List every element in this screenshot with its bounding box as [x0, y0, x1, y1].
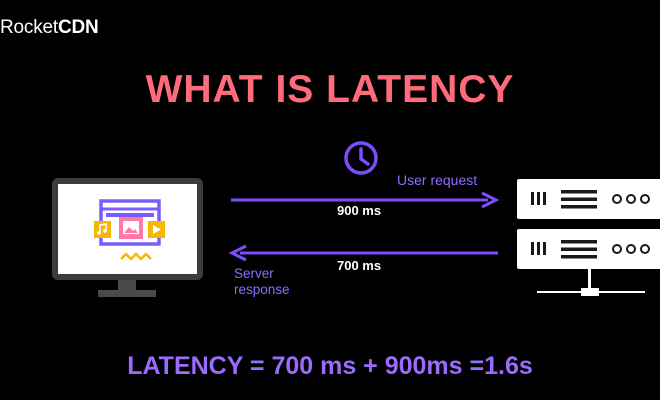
request-time: 900 ms — [337, 203, 382, 218]
server-unit-top — [517, 179, 660, 219]
brand-logo-part2: CDN — [57, 17, 99, 38]
brand-logo: RocketCDN — [0, 17, 99, 39]
server-unit-bottom — [517, 229, 660, 269]
brand-logo-part1: Rocket — [0, 17, 58, 38]
server-response-label: Server response — [234, 266, 290, 297]
request-arrow — [231, 191, 500, 209]
user-request-label: User request — [397, 172, 478, 188]
response-time: 700 ms — [337, 258, 382, 273]
page-title: WHAT IS LATENCY — [145, 68, 515, 111]
response-arrow — [228, 244, 498, 262]
server-base — [537, 269, 645, 296]
clock-icon — [344, 141, 378, 175]
latency-formula: LATENCY = 700 ms + 900ms =1.6s — [127, 352, 533, 380]
monitor-icon — [52, 178, 203, 297]
music-icon — [94, 221, 111, 238]
play-icon — [148, 221, 165, 238]
server-icon — [517, 179, 660, 296]
image-icon — [119, 217, 143, 239]
zigzag-decoration — [120, 252, 152, 261]
